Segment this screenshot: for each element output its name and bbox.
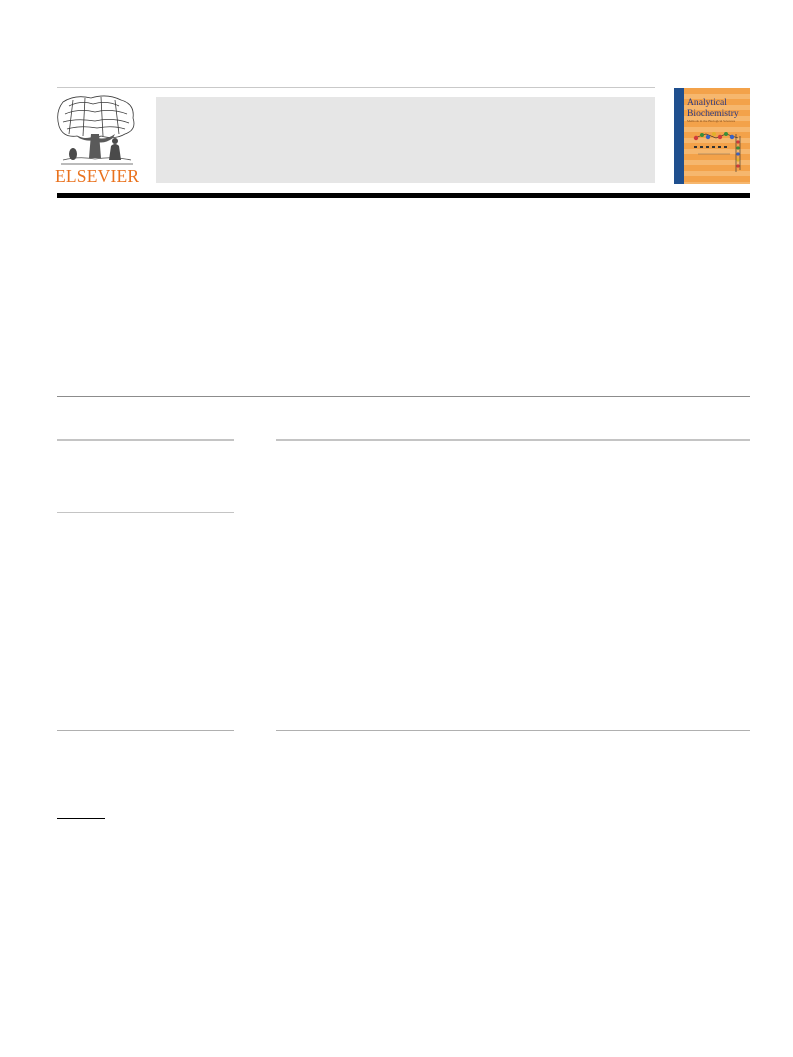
elsevier-tree-icon [57,95,135,165]
header-thick-rule [57,193,750,198]
cover-spine [674,88,684,184]
cover-molecule-icon [693,132,741,172]
cover-body [684,88,750,184]
footnote-rule [57,818,105,819]
title-section-divider [57,396,750,397]
cover-subtitle: Methods in the Biological Sciences [687,119,736,123]
elsevier-logo: ELSEVIER [55,94,140,186]
abstract-bottom-rule [276,730,750,731]
keywords-divider [57,512,234,513]
abstract-top-rule [276,439,750,441]
journal-header-box [156,97,655,183]
article-info-top-rule [57,439,234,441]
header-top-rule [57,87,655,88]
elsevier-wordmark: ELSEVIER [55,166,140,186]
article-info-bottom-rule [57,730,234,731]
cover-title: Analytical Biochemistry [687,97,739,119]
journal-cover[interactable]: Analytical Biochemistry Methods in the B… [674,88,750,184]
